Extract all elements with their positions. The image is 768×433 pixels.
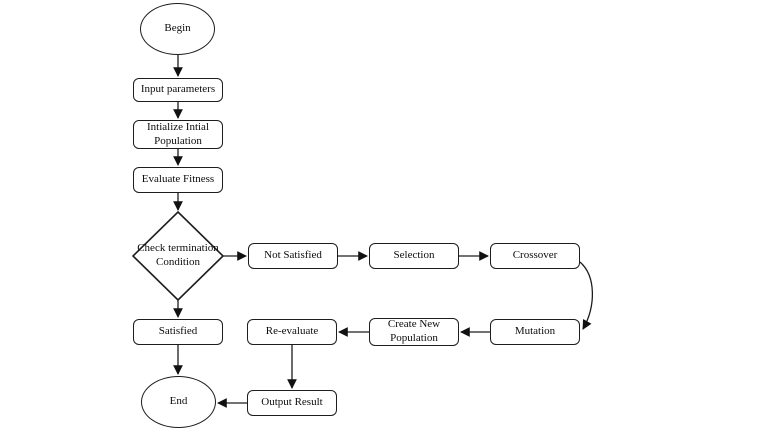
node-output-result-label: Output Result (261, 396, 323, 409)
node-satisfied-label: Satisfied (158, 325, 198, 338)
node-output-result: Output Result (247, 390, 337, 416)
node-re-evaluate: Re-evaluate (247, 319, 337, 345)
node-begin: Begin (140, 3, 215, 55)
node-input-parameters-label: Input parameters (140, 83, 216, 96)
edge-crossover-to-mutation (579, 261, 594, 330)
node-evaluate-fitness-label: Evaluate Fitness (141, 173, 215, 186)
node-initialize-initial-population-label: Intialize Intial Population (147, 120, 209, 147)
node-selection-label: Selection (393, 249, 435, 262)
node-not-satisfied-label: Not Satisfied (264, 249, 322, 262)
node-begin-label: Begin (164, 22, 191, 35)
decision-diamond-shape (131, 210, 225, 302)
node-re-evaluate-label: Re-evaluate (265, 325, 319, 338)
node-evaluate-fitness: Evaluate Fitness (133, 167, 223, 193)
node-crossover-label: Crossover (512, 249, 558, 262)
node-create-new-population-label: Create New Population (387, 318, 441, 344)
node-check-termination-condition-label: Check termination Condition (137, 242, 219, 268)
node-end: End (141, 376, 216, 428)
node-create-new-population: Create New Population (369, 318, 459, 346)
node-input-parameters: Input parameters (133, 78, 223, 102)
node-check-termination-condition: Check termination Condition (133, 238, 223, 274)
node-not-satisfied: Not Satisfied (248, 243, 338, 269)
node-selection: Selection (369, 243, 459, 269)
node-mutation: Mutation (490, 319, 580, 345)
node-crossover: Crossover (490, 243, 580, 269)
node-satisfied: Satisfied (133, 319, 223, 345)
node-initialize-initial-population: Intialize Intial Population (133, 120, 223, 149)
node-end-label: End (169, 395, 188, 408)
node-mutation-label: Mutation (514, 325, 556, 338)
